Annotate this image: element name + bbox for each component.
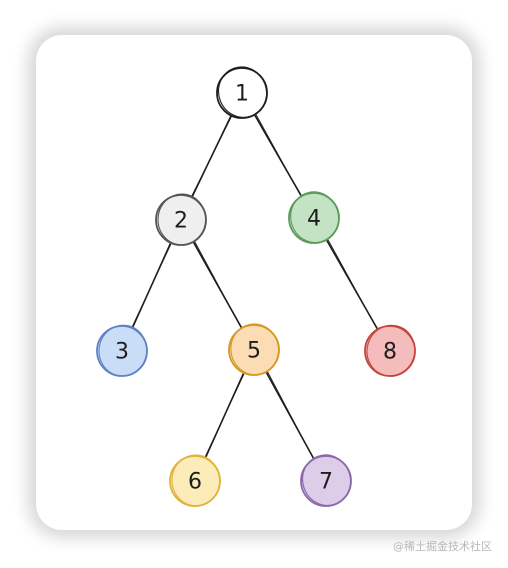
tree-node-1: 1 <box>216 66 268 119</box>
node-label-7: 7 <box>319 470 333 495</box>
node-label-5: 5 <box>247 339 261 364</box>
edge-n1-n2-sketch <box>189 112 234 200</box>
tree-node-8: 8 <box>364 324 416 377</box>
edge-n4-n8-sketch <box>326 236 379 332</box>
node-label-6: 6 <box>188 470 202 495</box>
node-label-4: 4 <box>307 207 321 232</box>
node-sketch-outline-2 <box>157 193 207 246</box>
node-label-3: 3 <box>115 340 129 365</box>
node-label-8: 8 <box>383 340 397 365</box>
nodes-layer: 1 2 4 3 5 8 6 7 <box>96 66 416 507</box>
watermark: @稀土掘金技术社区 <box>393 540 492 553</box>
node-label-1: 1 <box>235 82 249 107</box>
edge-n2-n5-sketch <box>193 238 243 330</box>
tree-node-7: 7 <box>300 454 352 507</box>
node-sketch-outline-4 <box>290 191 340 244</box>
node-sketch-outline-8 <box>366 324 416 377</box>
node-sketch-outline-3 <box>98 324 148 377</box>
tree-node-6: 6 <box>169 454 221 507</box>
edge-n5-n7-sketch <box>265 368 315 461</box>
node-label-2: 2 <box>174 209 188 234</box>
node-sketch-outline-7 <box>302 454 352 506</box>
edges-layer <box>130 111 380 462</box>
tree-node-3: 3 <box>96 324 148 377</box>
tree-node-2: 2 <box>155 193 207 246</box>
diagram-card <box>36 35 472 530</box>
edge-n5-n6-sketch <box>203 369 247 461</box>
tree-node-4: 4 <box>288 191 340 244</box>
node-sketch-outline-5 <box>230 323 280 376</box>
tree-node-5: 5 <box>228 323 280 376</box>
node-sketch-outline-6 <box>171 454 221 507</box>
edge-n2-n3-sketch <box>130 239 174 331</box>
node-sketch-outline-1 <box>218 66 268 118</box>
edge-n1-n4-sketch <box>254 111 303 199</box>
